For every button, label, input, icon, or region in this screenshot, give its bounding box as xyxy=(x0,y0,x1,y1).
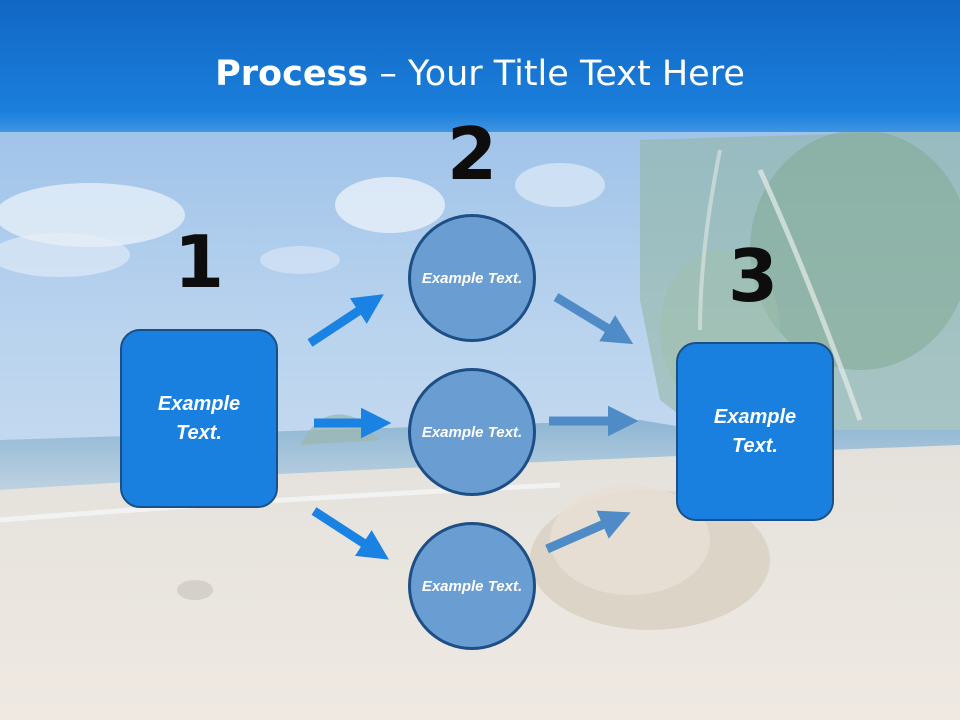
step-2-circle-top: Example Text. xyxy=(408,214,536,342)
step-number-2: 2 xyxy=(446,112,498,196)
slide-title: Process – Your Title Text Here xyxy=(0,52,960,96)
step-1-text: Example Text. xyxy=(157,392,241,444)
arrow-box-to-circle-bottom xyxy=(311,507,389,560)
circle-bottom-text: Example Text. xyxy=(421,577,523,595)
arrow-circle-top-to-box xyxy=(553,293,634,345)
step-3-box: Example Text. xyxy=(676,342,834,521)
arrow-box-to-circle-top xyxy=(307,294,384,347)
step-2-circle-bottom: Example Text. xyxy=(408,522,536,650)
circle-top-text: Example Text. xyxy=(421,269,523,287)
title-strong: Process xyxy=(215,54,369,94)
step-1-box: Example Text. xyxy=(120,329,278,508)
step-2-circle-middle: Example Text. xyxy=(408,368,536,496)
step-3-text: Example Text. xyxy=(713,405,797,457)
step-number-1: 1 xyxy=(173,220,225,304)
circle-middle-text: Example Text. xyxy=(421,423,523,441)
title-rest: – Your Title Text Here xyxy=(368,54,745,94)
step-number-3: 3 xyxy=(727,234,779,318)
arrow-circle-bottom-to-box xyxy=(545,510,631,554)
